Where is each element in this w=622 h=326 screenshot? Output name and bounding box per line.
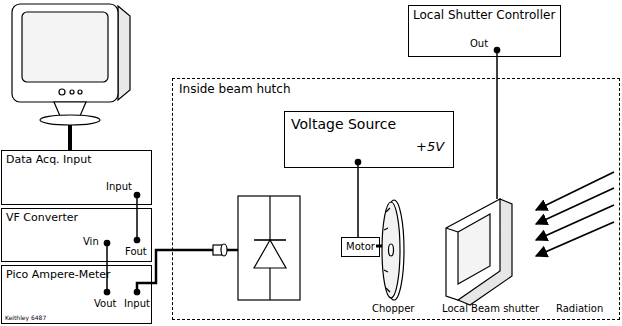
cable-connector: [221, 244, 227, 256]
pin-name: Vout: [94, 298, 116, 310]
controller-box: Local Shutter Controller: [408, 5, 561, 57]
pin-name: Vin: [83, 236, 99, 248]
radiation-arrow: [536, 188, 614, 224]
monitor-button: [59, 89, 65, 95]
computer-monitor: [12, 4, 130, 125]
monitor-button: [70, 90, 74, 94]
radiation-arrow: [536, 172, 614, 210]
monitor-screen: [22, 12, 108, 82]
model-note: Keithley 6487: [5, 315, 46, 322]
diode-lead: [269, 196, 270, 240]
voltage-label: +5V: [416, 140, 444, 155]
wire-stub: [136, 208, 138, 240]
instrument-box: Pico Ampere-MeterKeithley 6487: [1, 265, 152, 324]
photodiode-housing: [238, 196, 300, 300]
box-title: VF Converter: [6, 212, 78, 225]
terminal-dot: [134, 237, 139, 242]
shutter-edge: [446, 228, 458, 232]
beam-shutter: [446, 199, 512, 305]
monitor-base: [40, 115, 100, 125]
pin-name: Input: [124, 298, 150, 310]
box-title: Data Acq. Input: [6, 154, 92, 167]
monitor-stand: [54, 102, 86, 116]
region-boundary: Inside beam hutchVoltage SourceMotor: [172, 78, 620, 320]
diode-lead: [269, 268, 270, 300]
part-label: Local Beam shutter: [442, 303, 539, 315]
monitor-side: [118, 6, 130, 100]
box-title: Inside beam hutch: [179, 83, 291, 97]
wire: [357, 168, 359, 237]
photodiode-symbol: [238, 196, 300, 300]
motor-box: Motor: [341, 237, 380, 257]
part-label: Chopper: [372, 303, 414, 315]
instrument-box: Data Acq. Input: [1, 150, 152, 205]
radiation-arrow: [536, 222, 614, 256]
signal-cable: [137, 250, 213, 292]
box-title: Voltage Source: [291, 116, 396, 132]
chopper-slot: [389, 244, 394, 256]
diode-triangle: [254, 240, 286, 268]
pin-name: Out: [470, 38, 488, 50]
shutter-control-wire: [496, 50, 498, 199]
monitor-bezel: [12, 4, 118, 102]
part-label: Radiation: [556, 303, 603, 315]
monitor-cable: [68, 125, 72, 150]
signal-cable: [227, 249, 238, 252]
box-title: Motor: [346, 241, 375, 253]
pin-name: Input: [106, 181, 132, 193]
terminal-dot: [134, 192, 139, 197]
shutter-front: [446, 199, 500, 300]
pin-name: Fout: [125, 246, 147, 258]
chopper-face: [382, 202, 400, 298]
radiation-arrow: [536, 205, 614, 240]
box-title: Pico Ampere-Meter: [6, 269, 111, 282]
chopper-disc: [382, 200, 404, 300]
box-title: Local Shutter Controller: [413, 9, 555, 23]
shutter-window: [458, 214, 490, 284]
chopper-blade: [384, 208, 390, 292]
radiation-arrows: [536, 172, 614, 256]
terminal-dot: [104, 240, 109, 245]
terminal-dot: [104, 289, 109, 294]
monitor-button: [78, 90, 82, 94]
terminal-dot: [355, 159, 360, 164]
